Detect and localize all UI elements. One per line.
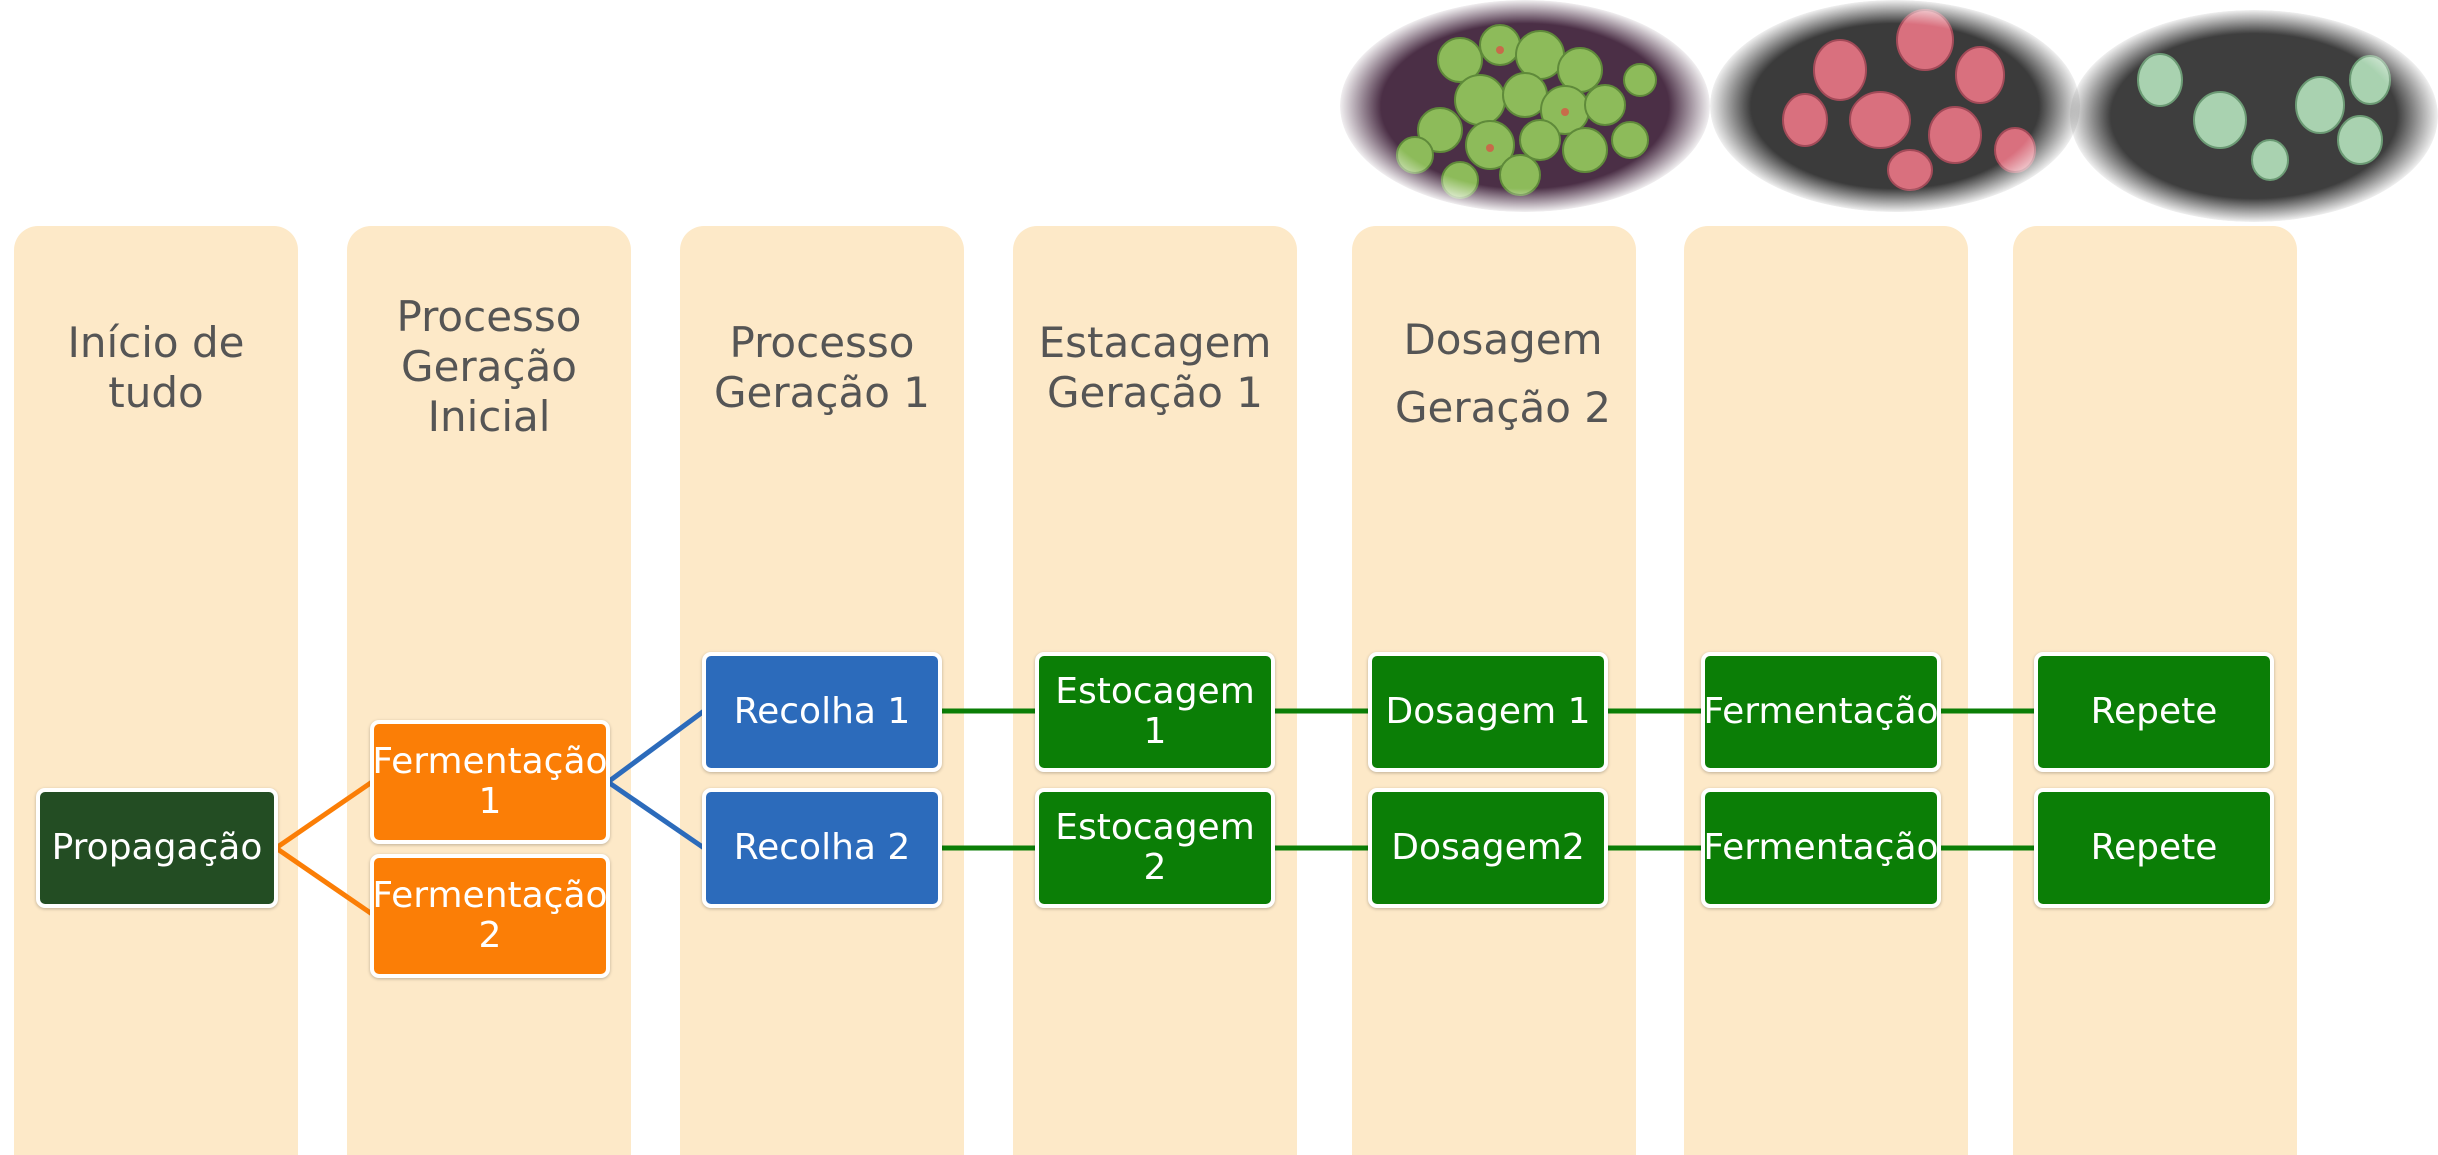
node-propagacao: Propagação bbox=[36, 788, 278, 908]
node-fermentacao-2: Fermentação 2 bbox=[370, 854, 610, 978]
node-estocagem-2: Estocagem 2 bbox=[1035, 788, 1275, 908]
column-inicio: Início de tudo bbox=[14, 226, 298, 1155]
node-recolha-2: Recolha 2 bbox=[702, 788, 942, 908]
node-estocagem-1: Estocagem 1 bbox=[1035, 652, 1275, 772]
column-title: Estacagem Geração 1 bbox=[1038, 318, 1272, 417]
yeast-red-micrograph bbox=[1710, 0, 2080, 212]
yeast-green-micrograph bbox=[1340, 0, 1710, 212]
connector-propagacao-fermentacao-1 bbox=[274, 779, 374, 851]
node-dosagem-2: Dosagem2 bbox=[1368, 788, 1608, 908]
node-fermentacao-row1: Fermentação bbox=[1701, 652, 1941, 772]
column-title: Início de tudo bbox=[67, 318, 245, 417]
column-title: Processo Geração Inicial bbox=[396, 292, 582, 441]
node-fermentacao-row2: Fermentação bbox=[1701, 788, 1941, 908]
node-recolha-1: Recolha 1 bbox=[702, 652, 942, 772]
column-processo-inicial: Processo Geração Inicial bbox=[347, 226, 631, 1155]
connector-fermentacao-1-recolha-1 bbox=[606, 708, 706, 785]
column-title: Dosagem Geração 2 bbox=[1395, 315, 1611, 432]
node-repete-1: Repete bbox=[2034, 652, 2274, 772]
node-dosagem-1: Dosagem 1 bbox=[1368, 652, 1608, 772]
node-fermentacao-1: Fermentação 1 bbox=[370, 720, 610, 844]
node-repete-2: Repete bbox=[2034, 788, 2274, 908]
column-title: Processo Geração 1 bbox=[714, 318, 930, 417]
connector-fermentacao-1-recolha-2 bbox=[606, 779, 706, 851]
connector-propagacao-fermentacao-2 bbox=[274, 845, 374, 917]
yeast-pale-micrograph bbox=[2070, 10, 2438, 222]
